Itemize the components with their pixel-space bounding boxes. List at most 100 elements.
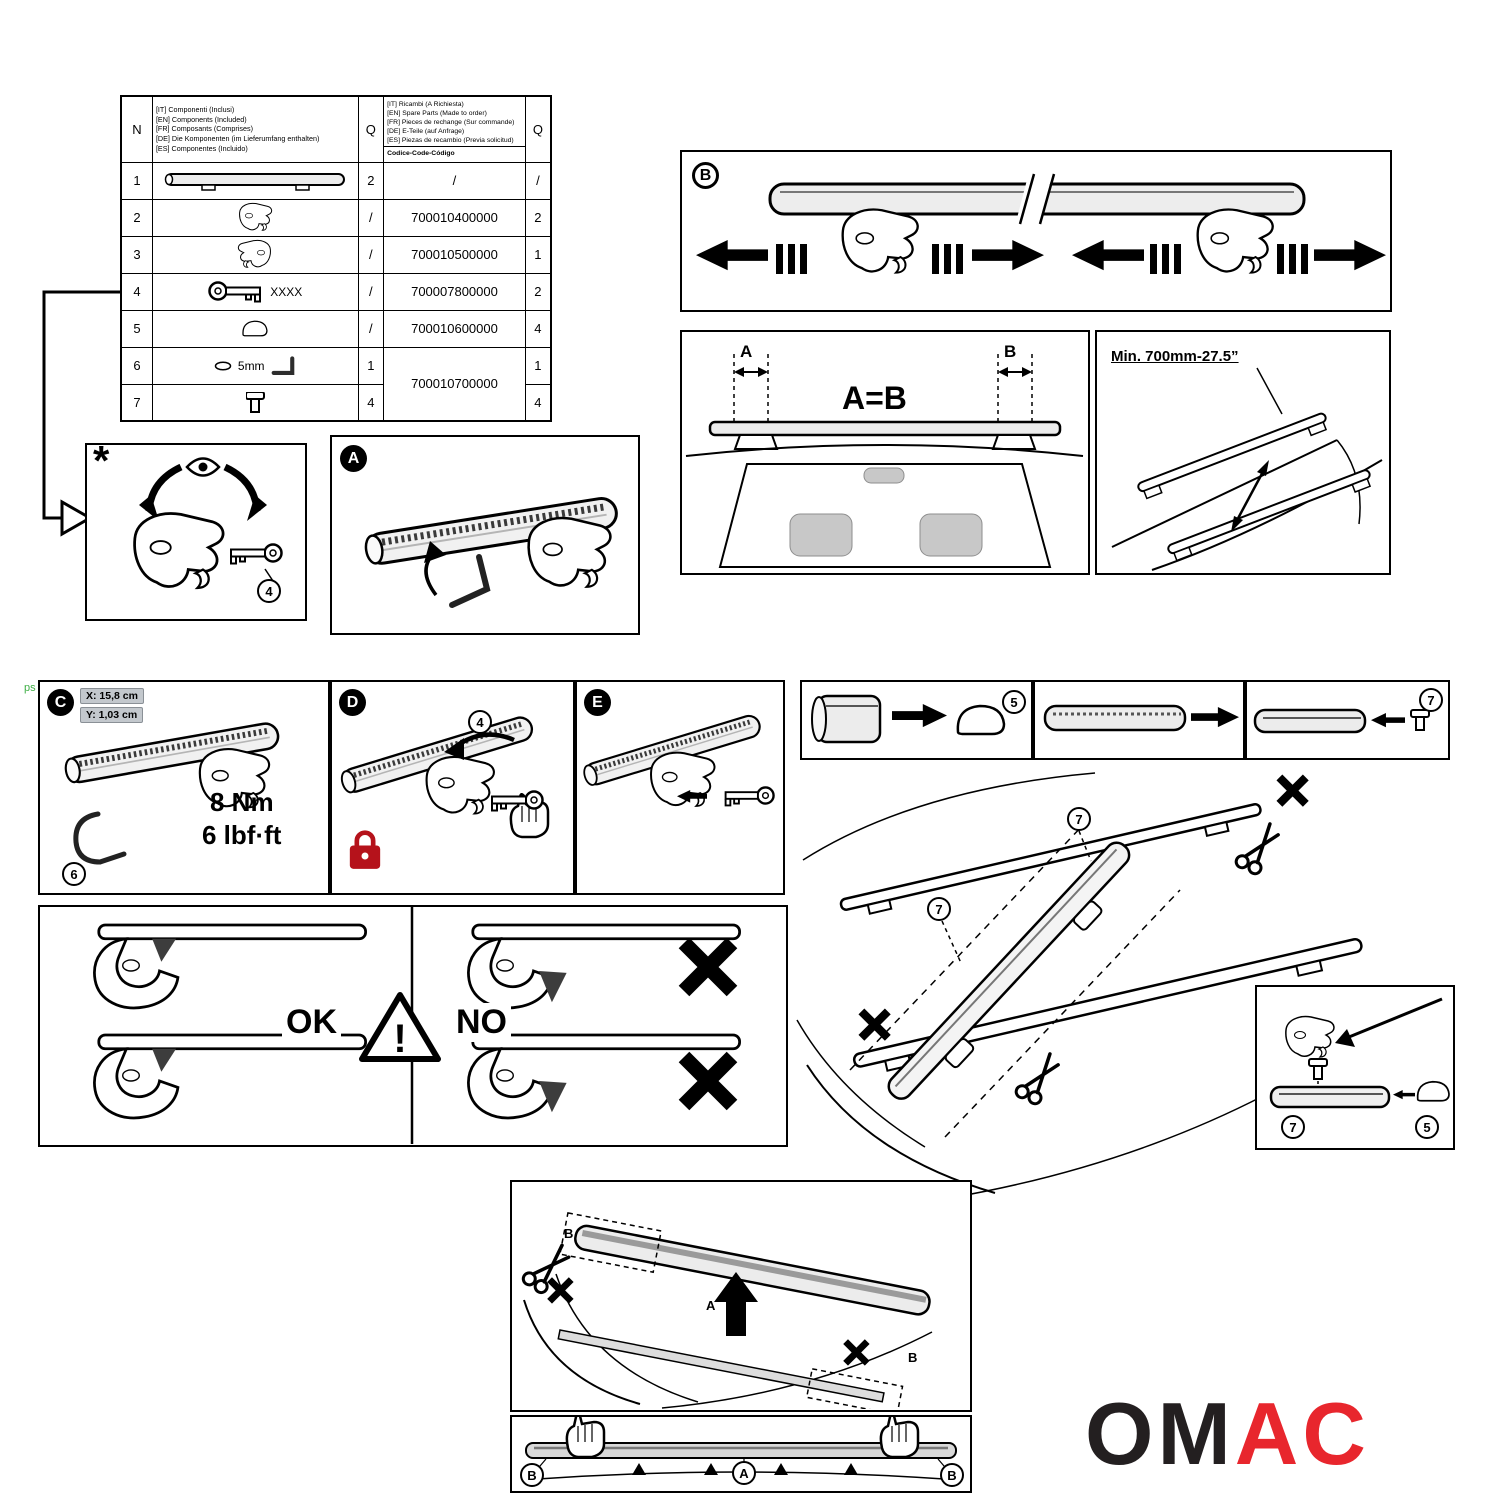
included-line-it: [IT] Componenti (Inclusi): [155, 104, 235, 114]
qty-spare: 2: [524, 198, 552, 237]
equal-spacing-illustration: [685, 354, 1084, 568]
panel-step-d: D 4: [330, 680, 575, 895]
min-distance-illustration: [1111, 367, 1383, 571]
parts-table: N [IT] Componenti (Inclusi) [EN] Compone…: [120, 95, 552, 422]
min-distance-text: Min. 700mm-27.5”: [1111, 348, 1239, 365]
spare-code: 700007800000: [383, 272, 526, 311]
press-a: A: [732, 1461, 756, 1485]
panel-step-a: A: [330, 435, 640, 635]
key-lock-illustration: [133, 457, 283, 590]
spare-line-fr: [FR] Pieces de rechange (Sur commande): [387, 119, 515, 127]
panel-min-distance: Min. 700mm-27.5”: [1095, 330, 1391, 575]
torque-illustration: [40, 682, 327, 865]
callout-detail-pin: 7: [1281, 1115, 1305, 1139]
step-d-label: D: [339, 689, 366, 716]
part-number: 3: [120, 235, 153, 274]
warning-exclamation: !: [393, 1017, 406, 1061]
allen-size-label: 5mm: [237, 358, 265, 373]
part-number: 1: [120, 161, 153, 200]
callout-pin: 7: [1419, 688, 1443, 712]
lock-clamp-icon: [238, 239, 272, 268]
callout-pin-top: 7: [1067, 807, 1091, 831]
torque-lbf: 6 lbf·ft: [202, 820, 282, 850]
hex-size-icon: [214, 360, 232, 371]
bar-slide-illustration: [696, 173, 1386, 274]
end-cap-icon: [242, 320, 268, 337]
crossbar-icon: [164, 172, 346, 191]
table-row: 7 4 4: [120, 383, 552, 422]
install-b-top: B: [564, 1226, 574, 1241]
ok-label: OK: [282, 1003, 341, 1042]
table-row: 6 5mm 1 700010700000 1: [120, 346, 552, 422]
pin-cap-detail-illustration: [1269, 997, 1450, 1109]
panel-step-b: B: [680, 150, 1392, 312]
install-b-bottom: B: [908, 1350, 918, 1365]
logo-black-part: OM: [1085, 1384, 1235, 1483]
part-number: 4: [120, 272, 153, 311]
allen-key-icon: [271, 355, 297, 377]
panel-install: B A B: [510, 1180, 972, 1412]
spare-line-de: [DE] E-Teile (auf Anfrage): [387, 128, 465, 136]
part-number: 2: [120, 198, 153, 237]
table-row: 3 / 700010500000 1: [120, 235, 552, 274]
watermark: ps: [24, 682, 36, 694]
panel-strip-slide: [1033, 680, 1245, 760]
press-illustration: [525, 1417, 957, 1480]
step-a-label: A: [340, 445, 367, 472]
measure-a-label: A: [740, 342, 753, 361]
panel-step-e: E: [575, 680, 785, 895]
step-b-label: B: [692, 162, 719, 189]
qty-spare: 1: [524, 235, 552, 274]
included-line-fr: [FR] Composants (Comprises): [155, 124, 253, 134]
panel-step-c: C X: 15,8 cm Y: 1,03 cm 6 8 Nm 6 lbf·ft: [38, 680, 330, 895]
install-illustration: [516, 1211, 933, 1409]
code-header: Codice-Code-Código: [384, 145, 525, 159]
qty-included: /: [357, 309, 385, 348]
dimension-x: X: 15,8 cm: [80, 688, 144, 704]
callout-allen: 6: [62, 862, 86, 886]
padlock-icon: [346, 828, 384, 870]
header-included: [IT] Componenti (Inclusi) [EN] Component…: [151, 95, 359, 163]
lock-key-illustration: [332, 682, 550, 839]
qty-included: /: [357, 198, 385, 237]
callout-key: 4: [257, 579, 281, 603]
ok-no-illustration: !: [93, 907, 741, 1144]
included-line-de: [DE] Die Komponenten (im Lieferumfang en…: [155, 134, 320, 144]
spare-line-en: [EN] Spare Parts (Made to order): [387, 109, 487, 117]
star-label: *: [93, 437, 110, 484]
spare-code: 700010600000: [383, 309, 526, 348]
header-q-included: Q: [357, 95, 385, 163]
spare-line-es: [ES] Piezas de recambio (Previa solicitu…: [387, 137, 514, 145]
clamp-icon: [239, 202, 273, 231]
table-row: 5 / 700010600000 4: [120, 309, 552, 348]
fixing-pin-icon: [245, 391, 265, 413]
panel-key-lock-note: * 4: [85, 437, 307, 621]
qty-spare: 4: [524, 309, 552, 348]
spare-code: /: [383, 161, 526, 200]
logo-red-part: AC: [1234, 1384, 1370, 1483]
callout-detail-cap: 5: [1415, 1115, 1439, 1139]
press-b-right: B: [940, 1463, 964, 1487]
dimension-y: Y: 1,03 cm: [80, 707, 144, 723]
header-spare: [IT] Ricambi (A Richiesta) [EN] Spare Pa…: [383, 95, 526, 163]
qty-included: 1: [357, 346, 385, 385]
qty-spare: /: [524, 161, 552, 200]
step-c-label: C: [47, 689, 74, 716]
callout-cap: 5: [1002, 690, 1026, 714]
step-e-label: E: [584, 689, 611, 716]
measure-b-label: B: [1004, 342, 1017, 361]
table-row: 4 XXXX / 700007800000 2: [120, 272, 552, 311]
pin-insert-illustration: [1253, 708, 1430, 734]
header-q-spare: Q: [524, 95, 552, 163]
measure-equation: A=B: [842, 380, 907, 416]
roof-cut-drawing: [796, 772, 1363, 1198]
omac-logo: OMAC: [1085, 1390, 1370, 1478]
panel-pin-insert: 7: [1245, 680, 1450, 760]
roof-cut-illustration: 7 7: [795, 765, 1460, 1205]
table-to-star-arrow: [42, 290, 120, 537]
table-header-row: N [IT] Componenti (Inclusi) [EN] Compone…: [120, 95, 552, 163]
bar-allen-illustration: [332, 437, 637, 608]
install-a: A: [706, 1298, 716, 1313]
panel-equal-spacing: A B A=B: [680, 330, 1090, 575]
spare-code: 700010500000: [383, 235, 526, 274]
